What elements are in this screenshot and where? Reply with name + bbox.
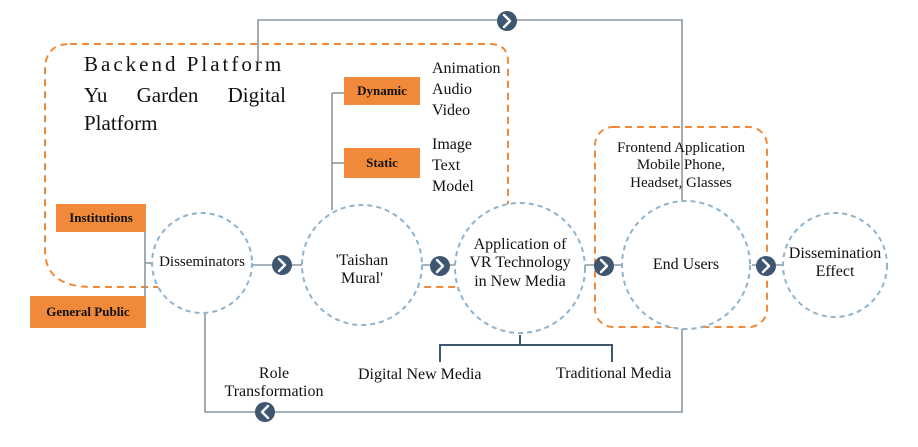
node-dissemination-effect <box>782 212 888 318</box>
taishan-mural-line1: 'Taishan <box>335 252 389 269</box>
frontend-label: Frontend Application Mobile Phone, Heads… <box>598 140 764 192</box>
role-line2: Transformation <box>224 383 324 401</box>
tag-static: Static <box>344 148 420 178</box>
dynamic-item: Audio <box>432 81 472 98</box>
arrow-right-icon <box>430 256 450 276</box>
frontend-line3: Headset, Glasses <box>630 174 732 191</box>
vr-line3: in New Media <box>474 272 566 290</box>
platform-title-line1: Yu Garden Digital <box>84 83 286 107</box>
arrow-right-icon <box>594 256 614 276</box>
effect-line1: Dissemination <box>788 245 882 262</box>
traditional-media-label: Traditional Media <box>556 365 672 382</box>
frontend-line1: Frontend Application <box>617 140 745 156</box>
taishan-mural-label: 'Taishan Mural' <box>312 252 412 289</box>
node-end-users <box>621 200 751 330</box>
bottom-loop-line <box>204 312 683 413</box>
role-transformation-label: Role Transformation <box>214 365 334 402</box>
static-item: Image <box>432 136 472 153</box>
backend-title: Backend Platform <box>84 52 285 76</box>
tag-institutions: Institutions <box>56 204 146 232</box>
node-disseminators <box>151 212 253 314</box>
dynamic-item: Animation <box>432 60 501 77</box>
tag-general-public: General Public <box>30 296 146 328</box>
arrow-right-icon <box>497 11 517 31</box>
arrow-right-icon <box>272 255 292 275</box>
end-users-label: End Users <box>652 256 720 273</box>
taishan-mural-line2: Mural' <box>341 270 383 288</box>
top-loop-line <box>257 19 683 245</box>
vr-application-label: Application of VR Technology in New Medi… <box>460 236 580 291</box>
arrow-left-icon <box>255 402 275 422</box>
tag-dynamic: Dynamic <box>344 77 420 105</box>
frontend-line2: Mobile Phone, <box>636 157 726 174</box>
dissemination-effect-label: Dissemination Effect <box>785 245 885 282</box>
media-bracket <box>439 344 613 362</box>
static-item: Text <box>432 157 461 174</box>
node-taishan-mural <box>301 204 423 326</box>
platform-title-line2: Platform <box>84 111 158 135</box>
static-item: Model <box>432 178 474 195</box>
role-line1: Role <box>258 365 290 382</box>
arrow-right-icon <box>756 256 776 276</box>
dynamic-item: Video <box>432 102 471 119</box>
node-vr-application <box>454 202 586 334</box>
effect-line2: Effect <box>815 263 855 281</box>
disseminators-label: Disseminators <box>159 254 245 270</box>
vr-line1: Application of <box>473 236 567 253</box>
vr-line2: VR Technology <box>469 254 571 272</box>
digital-new-media-label: Digital New Media <box>358 366 482 383</box>
